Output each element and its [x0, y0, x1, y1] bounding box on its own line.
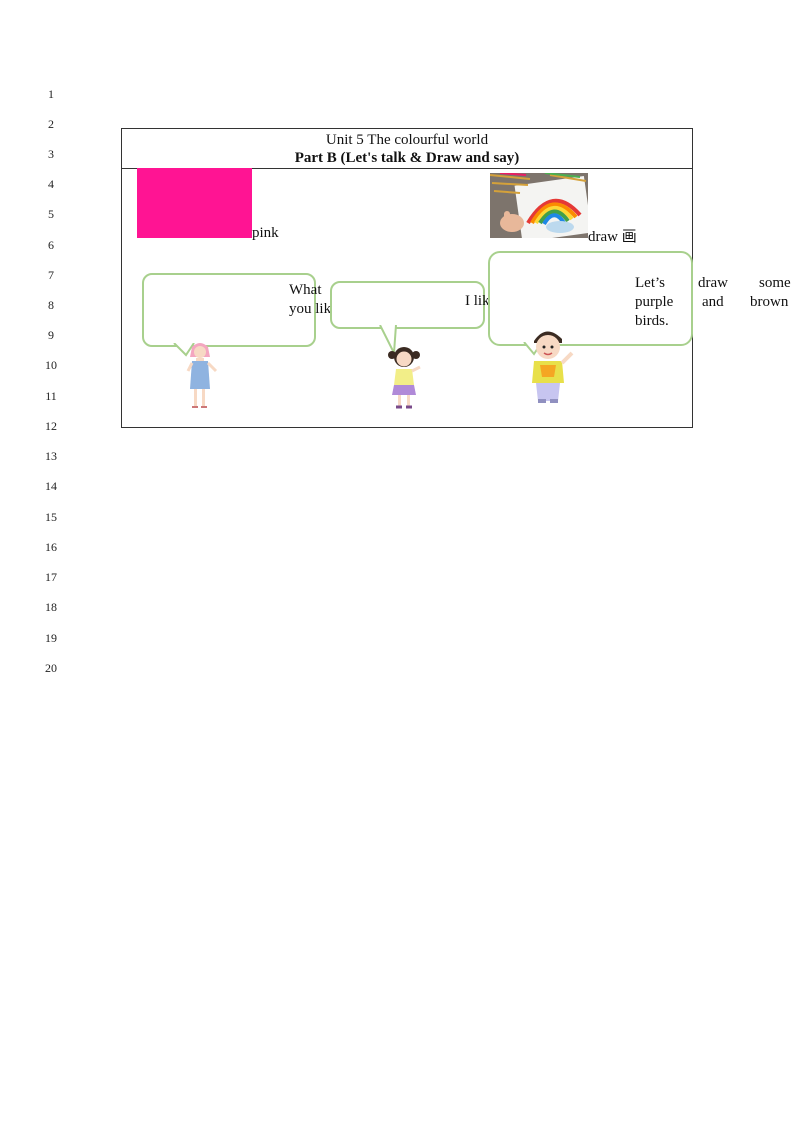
pink-word: pink — [252, 225, 279, 241]
draw-word: draw 画 — [588, 229, 637, 245]
girl-speech-bubble — [330, 281, 485, 329]
line-number: 18 — [45, 600, 57, 614]
line-number: 1 — [48, 87, 54, 101]
boy-line-1: Let’s — [635, 275, 665, 291]
line-number: 16 — [45, 540, 57, 554]
line-number: 6 — [48, 238, 54, 252]
teacher-line-1: What — [289, 282, 322, 298]
line-number: 3 — [48, 147, 54, 161]
boy-line-1c: some — [759, 275, 791, 291]
teacher-speech-bubble — [142, 273, 316, 347]
line-numbers: 1 2 3 4 5 6 7 8 9 10 11 12 13 14 15 16 1… — [0, 0, 80, 700]
pink-color-swatch — [137, 168, 252, 238]
lesson-table: Unit 5 The colourful world Part B (Let's… — [121, 128, 791, 428]
girl-figure — [388, 347, 421, 409]
teacher-line-2: you lik — [289, 301, 332, 317]
line-number: 15 — [45, 510, 57, 524]
line-number: 14 — [45, 479, 57, 493]
line-number: 2 — [48, 117, 54, 131]
title-cell: Unit 5 The colourful world Part B (Let's… — [122, 129, 692, 169]
boy-line-3: birds. — [635, 313, 669, 329]
line-number: 11 — [45, 389, 57, 403]
boy-figure — [532, 331, 574, 403]
line-number: 13 — [45, 449, 57, 463]
teacher-figure — [186, 343, 218, 408]
boy-line-2: purple — [635, 294, 674, 310]
line-number: 20 — [45, 661, 57, 675]
boy-line-2b: and — [702, 294, 724, 310]
teacher-bubble-tail — [173, 343, 195, 357]
line-number: 7 — [48, 268, 54, 282]
unit-title: Unit 5 The colourful world — [325, 132, 489, 148]
line-number: 17 — [45, 570, 57, 584]
line-number: 19 — [45, 631, 57, 645]
line-number: 9 — [48, 328, 54, 342]
line-number: 10 — [45, 358, 57, 372]
boy-speech-bubble — [488, 251, 693, 346]
boy-line-1b: draw — [698, 275, 728, 291]
drawing-rainbow-picture — [490, 173, 588, 238]
line-number: 5 — [48, 207, 54, 221]
boy-line-2c: brown — [750, 294, 789, 310]
part-title: Part B (Let's talk & Draw and say) — [294, 150, 520, 166]
line-number: 8 — [48, 298, 54, 312]
line-number: 12 — [45, 419, 57, 433]
line-number: 4 — [48, 177, 54, 191]
